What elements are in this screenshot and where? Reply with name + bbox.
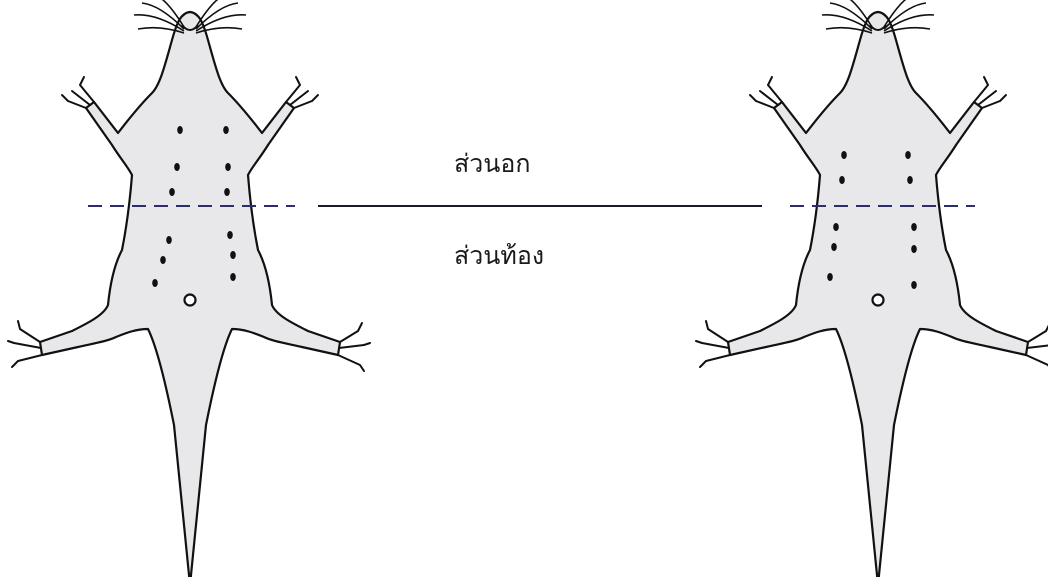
abdomen-region-label: ส่วนท้อง xyxy=(454,236,544,276)
mouse-right xyxy=(696,0,1048,577)
mouse-left xyxy=(8,0,370,577)
chest-region-label: ส่วนอก xyxy=(454,144,531,184)
